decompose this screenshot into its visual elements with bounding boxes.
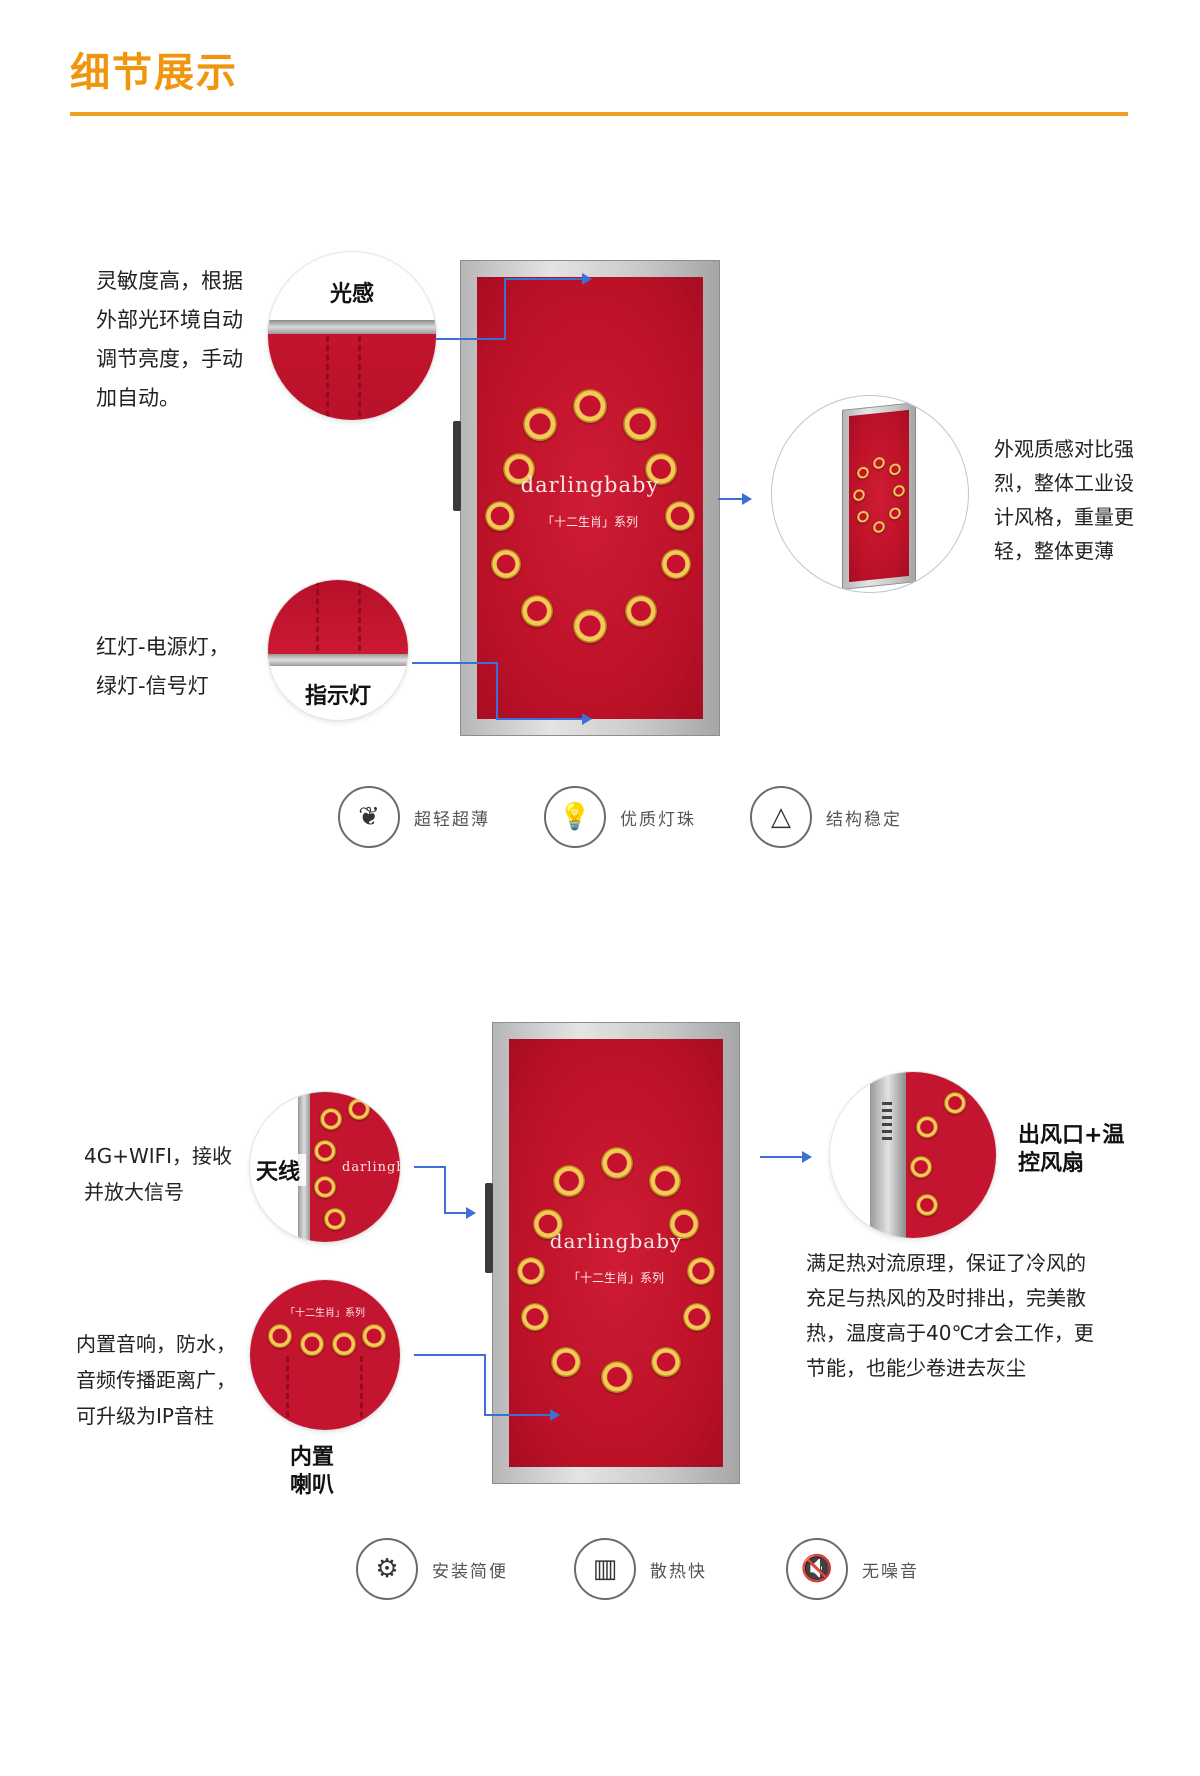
side-handle [453, 421, 461, 511]
brand-text: darlingbaby [520, 473, 660, 497]
title-divider [70, 112, 1128, 116]
vent-description: 满足热对流原理，保证了冷风的 充足与热风的及时排出，完美散 热，温度高于40℃才… [806, 1251, 1094, 1380]
antenna-description: 4G+WIFI，接收 并放大信号 [84, 1144, 233, 1204]
feature-fast-cooling: ▥ 散热快 [574, 1538, 707, 1600]
display-screen-2: darlingbaby 「十二生肖」系列 [509, 1039, 723, 1467]
triangle-icon: △ [750, 786, 812, 848]
page-title: 细节展示 [70, 50, 238, 96]
speaker-description: 内置音响，防水， 音频传播距离广， 可升级为IP音柱 [76, 1332, 236, 1428]
side-view-zoom [772, 396, 968, 592]
bulb-icon: 💡 [544, 786, 606, 848]
feature-stable-structure: △ 结构稳定 [750, 786, 902, 848]
light-sensor-description: 灵敏度高，根据 外部光环境自动 调节亮度，手动 加自动。 [96, 269, 243, 410]
display-screen: darlingbaby 「十二生肖」系列 [477, 277, 703, 719]
light-sensor-zoom: 光感 [268, 252, 436, 420]
feature-quality-led: 💡 优质灯珠 [544, 786, 696, 848]
indicator-description: 红灯-电源灯， 绿灯-信号灯 [96, 635, 230, 698]
appearance-description: 外观质感对比强 烈，整体工业设 计风格，重量更 轻，整体更薄 [994, 437, 1134, 563]
feature-easy-install: ⚙ 安装简便 [356, 1538, 508, 1600]
feature-ultra-thin: ❦ 超轻超薄 [338, 786, 490, 848]
mute-speaker-icon: 🔇 [786, 1538, 848, 1600]
antenna-label: 天线 [250, 1154, 306, 1186]
vent-zoom [830, 1072, 996, 1238]
display-unit-side: darlingbaby 「十二生肖」系列 [485, 1022, 740, 1484]
series-text-2: 「十二生肖」系列 [567, 1271, 664, 1285]
indicator-label: 指示灯 [304, 684, 371, 709]
gear-hand-icon: ⚙ [356, 1538, 418, 1600]
feature-no-noise: 🔇 无噪音 [786, 1538, 919, 1600]
display-unit-front: darlingbaby 「十二生肖」系列 [453, 260, 720, 736]
series-text: 「十二生肖」系列 [541, 515, 638, 529]
speaker-label: 内置 喇叭 [290, 1445, 335, 1498]
brand-text-2: darlingbaby [549, 1229, 683, 1253]
light-sensor-label: 光感 [329, 282, 374, 307]
feather-icon: ❦ [338, 786, 400, 848]
indicator-zoom: 指示灯 [268, 580, 408, 720]
vent-label: 出风口+温 控风扇 [1018, 1123, 1125, 1176]
speaker-zoom: 「十二生肖」系列 [250, 1280, 400, 1430]
heat-sink-icon: ▥ [574, 1538, 636, 1600]
antenna-zoom: darlingba 天线 [250, 1092, 400, 1242]
